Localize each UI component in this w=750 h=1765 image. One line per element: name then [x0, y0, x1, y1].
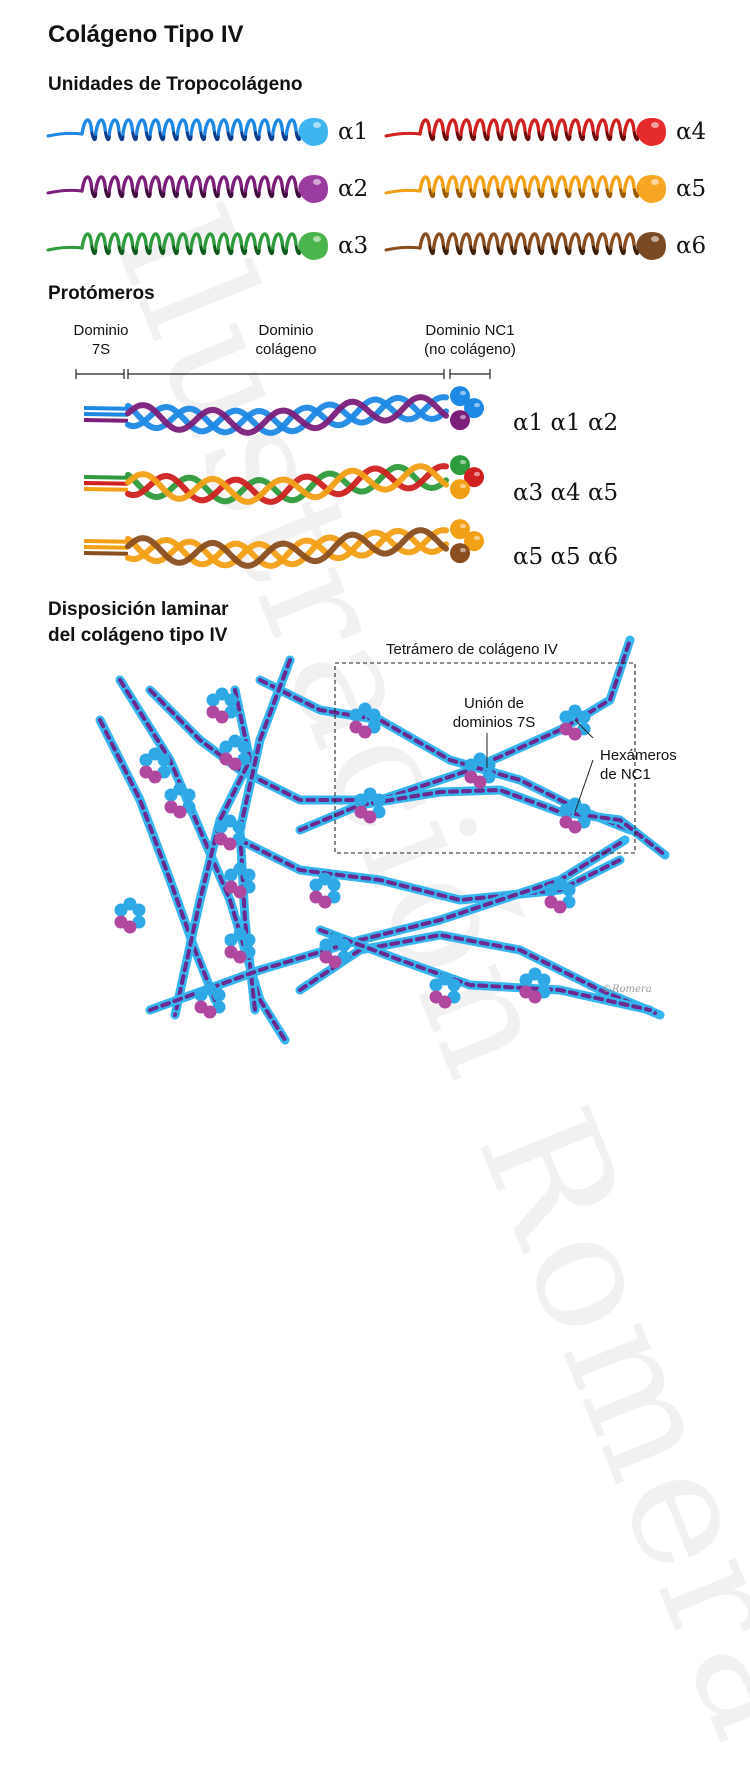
hexamer-pointer-2 — [574, 759, 594, 813]
protomer-label-2: α3 α4 α5 — [513, 480, 619, 506]
laminar-heading-2: del colágeno tipo IV — [48, 625, 228, 646]
collagen-strand — [95, 715, 220, 1005]
nc1-hexamer — [319, 932, 351, 969]
laminar-network — [95, 635, 670, 1045]
nc1-hexamer — [219, 734, 251, 771]
nc1-hexamer — [519, 967, 551, 1004]
units-heading: Unidades de Tropocolágeno — [48, 74, 303, 95]
nc1-hexamer — [559, 797, 591, 834]
protomer — [83, 386, 484, 436]
tropocollagen-unit — [384, 232, 666, 260]
domain-brackets — [75, 369, 491, 379]
collagen-strand — [170, 685, 255, 1020]
nc1-hexamer — [194, 982, 226, 1019]
hexamer-pointer-1 — [574, 719, 594, 739]
nc1-hexamer — [464, 752, 496, 789]
protomer — [83, 519, 484, 569]
tetramer-label: Tetrámero de colágeno IV — [386, 641, 558, 658]
nc1-hexamer — [224, 862, 256, 899]
chain-label-a1: α1 — [338, 119, 369, 145]
nc1-hexamer — [349, 702, 381, 739]
nc1-hexamer — [354, 787, 386, 824]
chain-label-a2: α2 — [338, 176, 369, 202]
copyright: ©Romera — [602, 984, 652, 995]
protomers-group — [83, 386, 484, 569]
collagen-strand — [145, 835, 630, 1015]
collagen-strand — [115, 675, 290, 1045]
protomer-label-1: α1 α1 α2 — [513, 410, 619, 436]
collagen-strand — [315, 925, 655, 1015]
chain-label-a3: α3 — [338, 233, 369, 259]
chain-label-a6: α6 — [676, 233, 707, 259]
nc1-hexamer — [114, 897, 146, 934]
nc1-hexamer — [224, 927, 256, 964]
tropocollagen-unit — [384, 118, 666, 146]
nc1-hexamer — [214, 814, 246, 851]
nc1-hexamer — [309, 872, 341, 909]
nc1-hexamer — [164, 782, 196, 819]
nc1-hexamer — [206, 687, 238, 724]
tropocollagen-units — [46, 118, 666, 260]
tropocollagen-unit — [46, 175, 328, 203]
protomer — [83, 455, 484, 505]
protomers-heading: Protómeros — [48, 283, 155, 304]
tropocollagen-unit — [384, 175, 666, 203]
diagram-canvas — [46, 118, 670, 1045]
chain-label-a5: α5 — [676, 176, 707, 202]
protomer-label-3: α5 α5 α6 — [513, 544, 619, 570]
nc1-hexamer — [544, 877, 576, 914]
tetramer-box — [334, 662, 636, 854]
nc1-hexamer — [429, 972, 461, 1009]
tropocollagen-unit — [46, 118, 328, 146]
nc1-hexamer — [139, 747, 171, 784]
page-title: Colágeno Tipo IV — [48, 21, 244, 48]
laminar-heading-1: Disposición laminar — [48, 599, 229, 620]
chain-label-a4: α4 — [676, 119, 707, 145]
tropocollagen-unit — [46, 232, 328, 260]
domain-nc1-label: Dominio NC1(no colágeno) — [424, 322, 516, 358]
